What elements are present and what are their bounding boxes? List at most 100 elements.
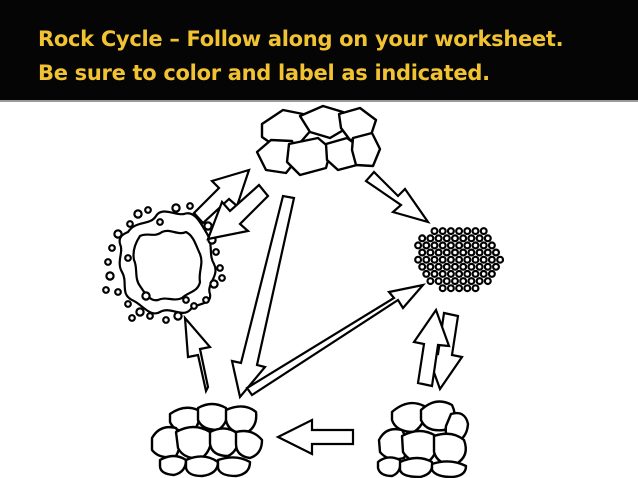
grain [451, 262, 460, 271]
grain [438, 241, 447, 250]
grain [463, 241, 472, 250]
grain [434, 262, 443, 271]
grain [438, 255, 447, 264]
grain [430, 255, 439, 264]
grain [426, 262, 435, 271]
grain [463, 284, 472, 293]
grain [483, 262, 492, 271]
grain [483, 277, 492, 286]
grain [422, 255, 431, 264]
grain [496, 255, 505, 264]
title-bar: Rock Cycle – Follow along on your worksh… [0, 0, 638, 100]
grain [442, 248, 451, 257]
grain [430, 227, 439, 236]
grain [442, 277, 451, 286]
grain [455, 227, 464, 236]
grain [463, 227, 472, 236]
grain [471, 241, 480, 250]
bubble [186, 202, 194, 210]
bottom-right-rock-pile [376, 400, 470, 478]
grain [434, 248, 443, 257]
bubble [190, 302, 198, 310]
bubble [202, 296, 210, 304]
bubble [102, 286, 110, 294]
grain [414, 255, 423, 264]
arrow-left-to-top [192, 168, 251, 225]
grain [455, 269, 464, 278]
grain [471, 227, 480, 236]
grain [422, 269, 431, 278]
grain [446, 284, 455, 293]
grain [467, 234, 476, 243]
grain [467, 277, 476, 286]
grain [463, 269, 472, 278]
grain [459, 277, 468, 286]
bubble [135, 307, 145, 317]
bubble [113, 229, 123, 239]
arrows [183, 168, 464, 456]
grain [455, 284, 464, 293]
bubble [171, 203, 181, 213]
grain [483, 248, 492, 257]
grain [438, 227, 447, 236]
grain [438, 284, 447, 293]
bubble [128, 314, 136, 322]
grain [487, 255, 496, 264]
grain [487, 241, 496, 250]
grain [471, 269, 480, 278]
grain [442, 234, 451, 243]
arrow-bottom-left-to-left [183, 314, 213, 395]
grain [492, 262, 501, 271]
grain [475, 234, 484, 243]
arrow-bottom-right-to-bottom-left [275, 418, 355, 456]
grain [455, 241, 464, 250]
grain [455, 255, 464, 264]
grain [426, 234, 435, 243]
grain [430, 241, 439, 250]
bubble [162, 316, 170, 324]
grain [418, 234, 427, 243]
grain [483, 234, 492, 243]
grain [426, 277, 435, 286]
grain [492, 248, 501, 257]
grain [442, 262, 451, 271]
top-rock-pile [255, 104, 382, 177]
grain [451, 277, 460, 286]
grain [487, 269, 496, 278]
arrow-top-to-bottom-left [230, 194, 296, 400]
grain [434, 234, 443, 243]
grain [446, 241, 455, 250]
grain [414, 241, 423, 250]
bubble [141, 291, 151, 301]
grain [422, 241, 431, 250]
grain [451, 248, 460, 257]
grain [418, 262, 427, 271]
grain [479, 227, 488, 236]
arrow-bottom-left-to-right [245, 283, 426, 397]
bubble [218, 274, 226, 282]
right-grain-cluster [414, 227, 505, 293]
grain [479, 241, 488, 250]
grain [446, 269, 455, 278]
bubble [114, 288, 122, 296]
bubble [126, 220, 134, 228]
grain [475, 262, 484, 271]
bottom-left-rock-pile [150, 402, 264, 478]
bubble [146, 312, 154, 320]
grain [479, 255, 488, 264]
arrow-top-to-right [364, 170, 431, 224]
arrow-top-to-left [206, 183, 270, 241]
grain [475, 277, 484, 286]
bubble [133, 209, 143, 219]
grain [479, 269, 488, 278]
bubble [144, 206, 152, 214]
grain [471, 284, 480, 293]
grain [430, 269, 439, 278]
slide-title-line-2: Be sure to color and label as indicated. [38, 61, 490, 85]
bubble [108, 244, 116, 252]
grain [467, 248, 476, 257]
grain [438, 269, 447, 278]
grain [459, 248, 468, 257]
grain [459, 262, 468, 271]
